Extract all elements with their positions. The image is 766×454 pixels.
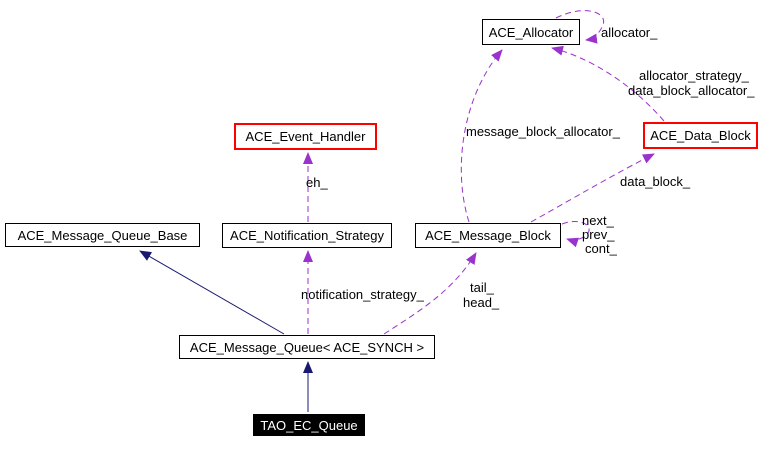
class-node-ace-message-queue-base[interactable]: ACE_Message_Queue_Base	[5, 223, 200, 247]
edge-label-next: next_	[582, 213, 614, 228]
class-node-ace-notification-strategy[interactable]: ACE_Notification_Strategy	[222, 223, 392, 248]
edge-label-message-block-allocator: message_block_allocator_	[466, 124, 620, 139]
edge-label-data-block-allocator: data_block_allocator_	[628, 83, 755, 98]
class-node-ace-message-queue[interactable]: ACE_Message_Queue< ACE_SYNCH >	[179, 335, 435, 359]
class-node-ace-data-block[interactable]: ACE_Data_Block	[643, 122, 758, 149]
edge-label-eh: eh_	[306, 175, 328, 190]
class-node-label: ACE_Message_Block	[425, 228, 551, 243]
class-node-label: TAO_EC_Queue	[260, 417, 358, 433]
class-node-label: ACE_Notification_Strategy	[230, 228, 384, 243]
class-node-tao-ec-queue[interactable]: TAO_EC_Queue	[253, 414, 365, 436]
edge-label-allocator-strategy: allocator_strategy_	[639, 68, 749, 83]
edge-label-cont: cont_	[585, 241, 617, 256]
edge-label-prev: prev_	[582, 227, 615, 242]
class-node-ace-allocator[interactable]: ACE_Allocator	[482, 19, 580, 45]
class-node-ace-event-handler[interactable]: ACE_Event_Handler	[234, 123, 377, 150]
class-node-ace-message-block[interactable]: ACE_Message_Block	[415, 223, 561, 248]
class-node-label: ACE_Allocator	[488, 24, 574, 40]
edge-label-notification-strategy: notification_strategy_	[301, 287, 424, 302]
class-node-label: ACE_Event_Handler	[245, 129, 366, 144]
edge-label-data-block: data_block_	[620, 174, 691, 189]
edge-label-head: head_	[463, 295, 500, 310]
class-node-label: ACE_Message_Queue_Base	[17, 227, 188, 243]
edge-label-allocator: allocator_	[601, 25, 658, 40]
class-node-label: ACE_Data_Block	[650, 128, 751, 143]
class-node-label: ACE_Message_Queue< ACE_SYNCH >	[189, 339, 425, 355]
edge-label-tail: tail_	[470, 280, 494, 295]
inheritance-edge-messagequeue-to-messagequeuebase	[139, 250, 285, 335]
